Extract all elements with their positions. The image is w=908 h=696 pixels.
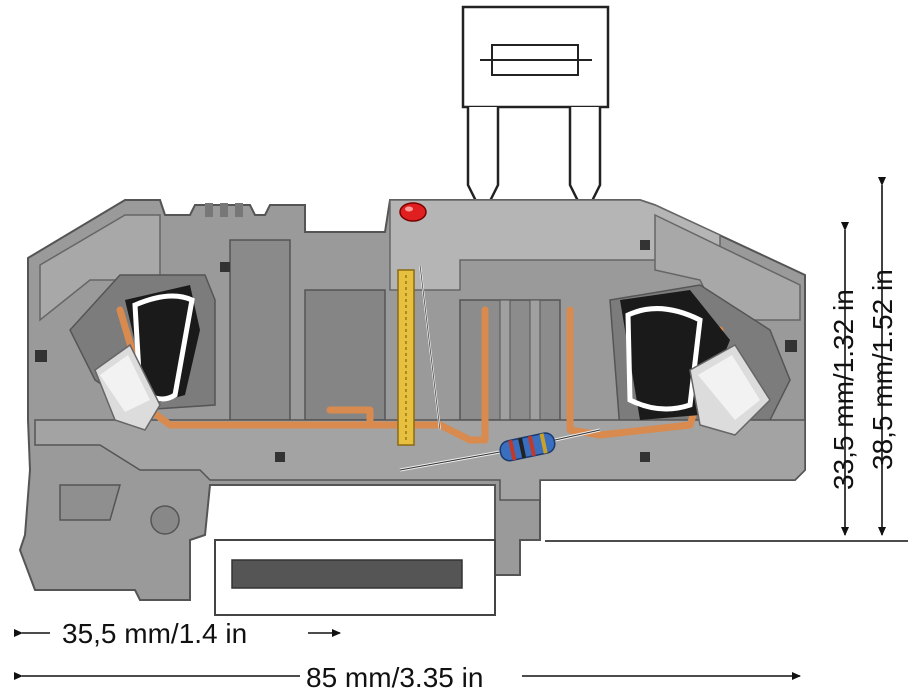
resistor-icon xyxy=(399,428,601,472)
din-rail-icon xyxy=(59,484,496,616)
fuse-plug-icon xyxy=(461,5,610,207)
width-bottom-label: 85 mm/3.35 in xyxy=(306,662,483,693)
left-spring-clamp xyxy=(94,285,200,431)
dimension-lines xyxy=(14,177,908,680)
height-inner-label: 33,5 mm/1.32 in xyxy=(828,289,859,490)
led-indicator-icon xyxy=(399,202,427,222)
width-left-label: 35,5 mm/1.4 in xyxy=(62,618,247,649)
height-outer-label: 38,5 mm/1.52 in xyxy=(867,269,898,470)
test-probe xyxy=(397,264,441,446)
right-spring-clamp xyxy=(620,290,771,436)
